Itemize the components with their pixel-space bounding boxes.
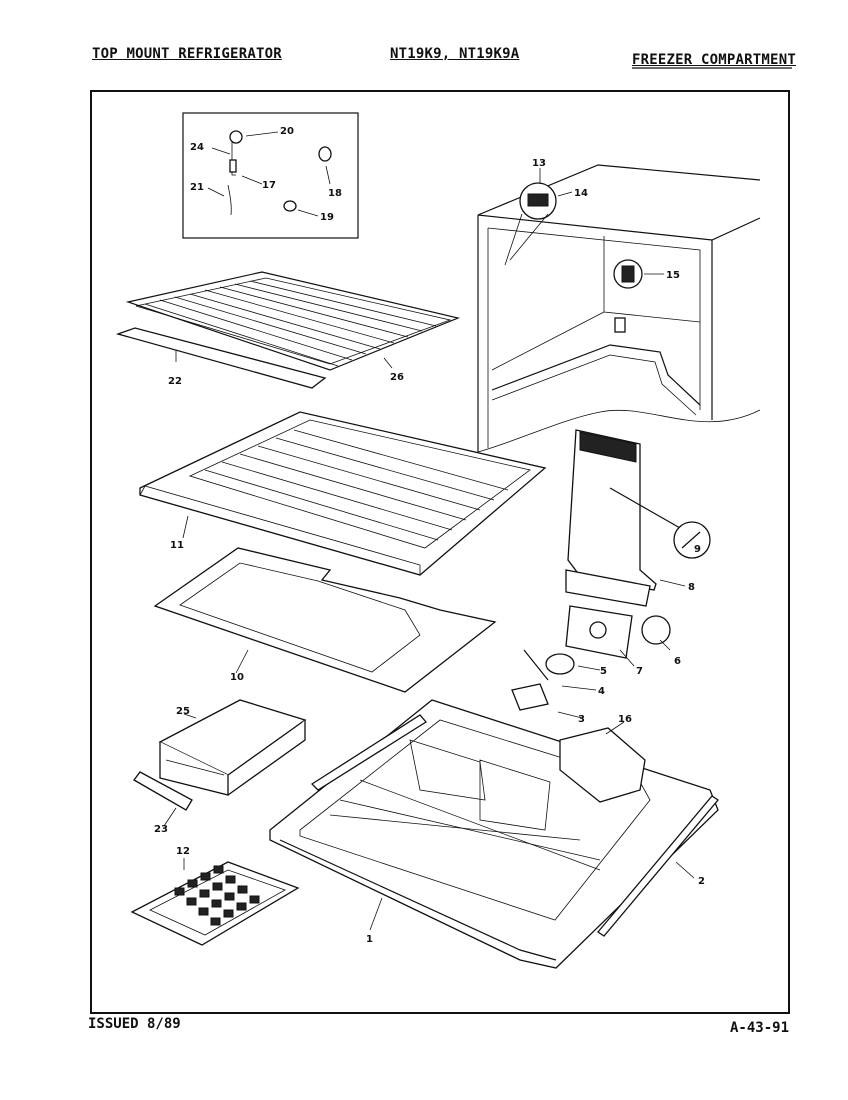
ice-cube-tray (130, 861, 300, 946)
part-20-drawing (229, 130, 243, 144)
label-part-3: 3 (578, 714, 585, 725)
glass-shelf (139, 411, 547, 576)
part-17-drawing (229, 159, 237, 173)
part-2-trim-drawing (310, 714, 427, 791)
label-part-24: 24 (190, 142, 204, 153)
label-part-11: 11 (170, 540, 184, 551)
header-section: FREEZER COMPARTMENT (632, 52, 796, 68)
label-part-19: 19 (320, 212, 334, 223)
part-9-drawing (673, 521, 711, 559)
label-part-16: 16 (618, 714, 632, 725)
label-part-9: 9 (694, 544, 701, 555)
part-labels: 1 2 3 4 5 6 7 8 9 10 11 12 13 14 15 16 1… (154, 126, 705, 945)
part-19-drawing (283, 200, 297, 212)
part-3-drawing (511, 683, 549, 711)
label-part-8: 8 (688, 582, 695, 593)
part-21-drawing (227, 184, 232, 216)
label-part-21: 21 (190, 182, 204, 193)
label-part-13: 13 (532, 158, 546, 169)
cabinet-liner (477, 164, 761, 453)
part-5-drawing (545, 653, 575, 675)
label-part-18: 18 (328, 188, 342, 199)
label-part-6: 6 (674, 656, 681, 667)
bin-handle (133, 771, 193, 811)
label-part-26: 26 (390, 372, 404, 383)
leader-lines (163, 168, 695, 931)
part-6-drawing (641, 615, 671, 645)
footer-page-code: A-43-91 (730, 1020, 790, 1036)
fan-motor-assembly (511, 605, 671, 711)
label-part-10: 10 (230, 672, 244, 683)
diagram-frame (90, 90, 790, 1014)
label-part-1: 1 (366, 934, 373, 945)
evaporator-pan (269, 699, 719, 969)
part-16-drawing (559, 727, 646, 803)
wire-shelf-assembly (115, 271, 460, 389)
part-22-drawing (115, 327, 327, 389)
label-part-2: 2 (698, 876, 705, 887)
header-title: TOP MOUNT REFRIGERATOR (92, 46, 282, 62)
air-duct (565, 429, 711, 607)
label-part-20: 20 (280, 126, 294, 137)
part-4-drawing (523, 649, 549, 681)
cover-panel (153, 547, 497, 693)
label-part-17: 17 (262, 180, 276, 191)
header-model-numbers: NT19K9, NT19K9A (390, 46, 520, 62)
label-part-5: 5 (600, 666, 607, 677)
label-part-12: 12 (176, 846, 190, 857)
label-part-23: 23 (154, 824, 168, 835)
part-18-drawing (318, 146, 332, 162)
small-parts-inset (182, 112, 359, 239)
label-part-25: 25 (176, 706, 190, 717)
label-part-4: 4 (598, 686, 605, 697)
label-part-22: 22 (168, 376, 182, 387)
label-part-15: 15 (666, 270, 680, 281)
ice-bin (158, 699, 307, 796)
label-part-14: 14 (574, 188, 588, 199)
footer-issue-date: ISSUED 8/89 (88, 1016, 181, 1032)
label-part-7: 7 (636, 666, 643, 677)
